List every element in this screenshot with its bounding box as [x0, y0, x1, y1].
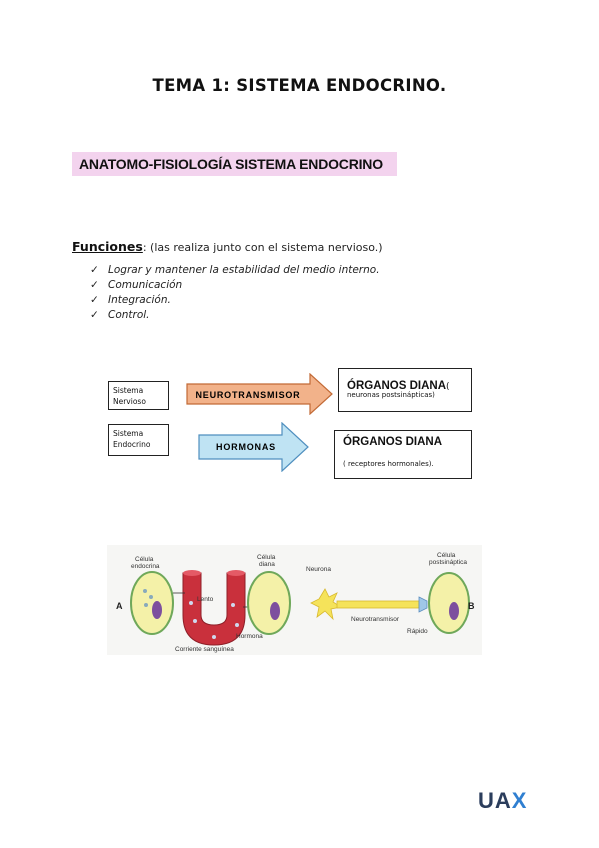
endocrine-cell [130, 571, 174, 635]
vessel-opening [227, 570, 245, 576]
neurotransmitter-arrow: NEUROTRANSMISOR [186, 373, 333, 415]
list-item-text: Integración. [108, 294, 171, 306]
source-box-line: Nervioso [113, 397, 146, 406]
hormone-granule [144, 603, 148, 607]
label-neurotransmitter: Neurotransmisor [351, 616, 400, 623]
label-line: endocrina [131, 563, 160, 570]
label-target-cell: Célula diana [257, 554, 277, 568]
target-nucleus [270, 602, 280, 620]
target-box-organs-nervous: ÓRGANOS DIANA( neuronas postsinápticas) [338, 368, 472, 412]
endocrine-nucleus [152, 601, 162, 619]
checkmark-icon: ✓ [90, 309, 99, 321]
source-box-line: Endocrino [113, 440, 151, 449]
arrow-shape [186, 373, 333, 415]
arrow-label: HORMONAS [216, 442, 276, 452]
target-title: ÓRGANOS DIANA [343, 436, 443, 448]
letter-b: B [468, 601, 475, 611]
section-heading: ANATOMO-FISIOLOGÍA SISTEMA ENDOCRINO [72, 152, 397, 176]
source-box-line: Sistema [113, 429, 144, 438]
postsynaptic-cell [428, 572, 470, 634]
funciones-intro: Funciones: (las realiza junto con el sis… [72, 239, 383, 254]
label-line: Célula [257, 554, 276, 561]
arrow-shape [198, 422, 309, 472]
list-item-text: Control. [108, 309, 150, 321]
label-hormone: Hormona [236, 633, 263, 640]
hormone-particle [189, 601, 193, 605]
target-subtitle: ( receptores hormonales). [343, 460, 434, 468]
label-slow: Lento [197, 596, 214, 603]
list-item-text: Lograr y mantener la estabilidad del med… [108, 264, 380, 276]
source-box-endocrine: Sistema Endocrino [108, 424, 169, 456]
logo-text: UA [478, 788, 512, 813]
label-fast: Rápido [407, 628, 428, 635]
vessel-opening [183, 570, 201, 576]
target-title: ÓRGANOS DIANA [347, 380, 447, 392]
label-neuron: Neurona [306, 566, 331, 573]
target-cell [247, 571, 291, 635]
label-endocrine-cell: Célula endocrina [131, 556, 160, 570]
postsynaptic-nucleus [449, 602, 459, 620]
page-title: TEMA 1: SISTEMA ENDOCRINO. [152, 76, 447, 95]
funciones-label: Funciones [72, 239, 143, 254]
target-box-organs-endocrine: ÓRGANOS DIANA ( receptores hormonales). [334, 430, 472, 479]
target-subtitle: neuronas postsinápticas) [347, 391, 435, 399]
uax-logo: UAX [478, 788, 527, 814]
hormone-particle [193, 619, 197, 623]
list-item: ✓ Lograr y mantener la estabilidad del me… [90, 264, 380, 276]
arrow-label: NEUROTRANSMISOR [195, 390, 300, 400]
hormones-arrow: HORMONAS [198, 422, 309, 472]
checkmark-icon: ✓ [90, 279, 99, 291]
hormone-particle [235, 623, 239, 627]
hormone-particle [212, 635, 216, 639]
hormone-granule [143, 589, 147, 593]
axon-terminal [418, 596, 428, 613]
source-box-nervous: Sistema Nervioso [108, 381, 169, 410]
neuron-body [310, 588, 343, 621]
axon [336, 600, 420, 609]
label-line: diana [259, 561, 275, 568]
checkmark-icon: ✓ [90, 294, 99, 306]
hormone-particle [231, 603, 235, 607]
label-bloodstream: Corriente sanguínea [175, 646, 234, 653]
label-line: Célula [135, 556, 154, 563]
target-title-suffix: ( [446, 382, 450, 392]
label-line: postsináptica [429, 559, 467, 566]
section-heading-text: ANATOMO-FISIOLOGÍA SISTEMA ENDOCRINO [79, 156, 383, 172]
list-item: ✓ Control. [90, 309, 150, 321]
endocrine-vs-neural-illustration: Célula endocrina Célula diana Lento Horm… [107, 545, 482, 655]
letter-a: A [116, 601, 123, 611]
source-box-line: Sistema [113, 386, 144, 395]
funciones-note: : (las realiza junto con el sistema nerv… [142, 241, 383, 254]
hormone-granule [149, 595, 153, 599]
list-item: ✓ Comunicación [90, 279, 182, 291]
logo-accent: X [511, 788, 528, 813]
checkmark-icon: ✓ [90, 264, 99, 276]
label-line: Célula [437, 552, 456, 559]
list-item-text: Comunicación [108, 279, 183, 291]
list-item: ✓ Integración. [90, 294, 171, 306]
label-postsynaptic: Célula postsináptica [429, 552, 467, 566]
